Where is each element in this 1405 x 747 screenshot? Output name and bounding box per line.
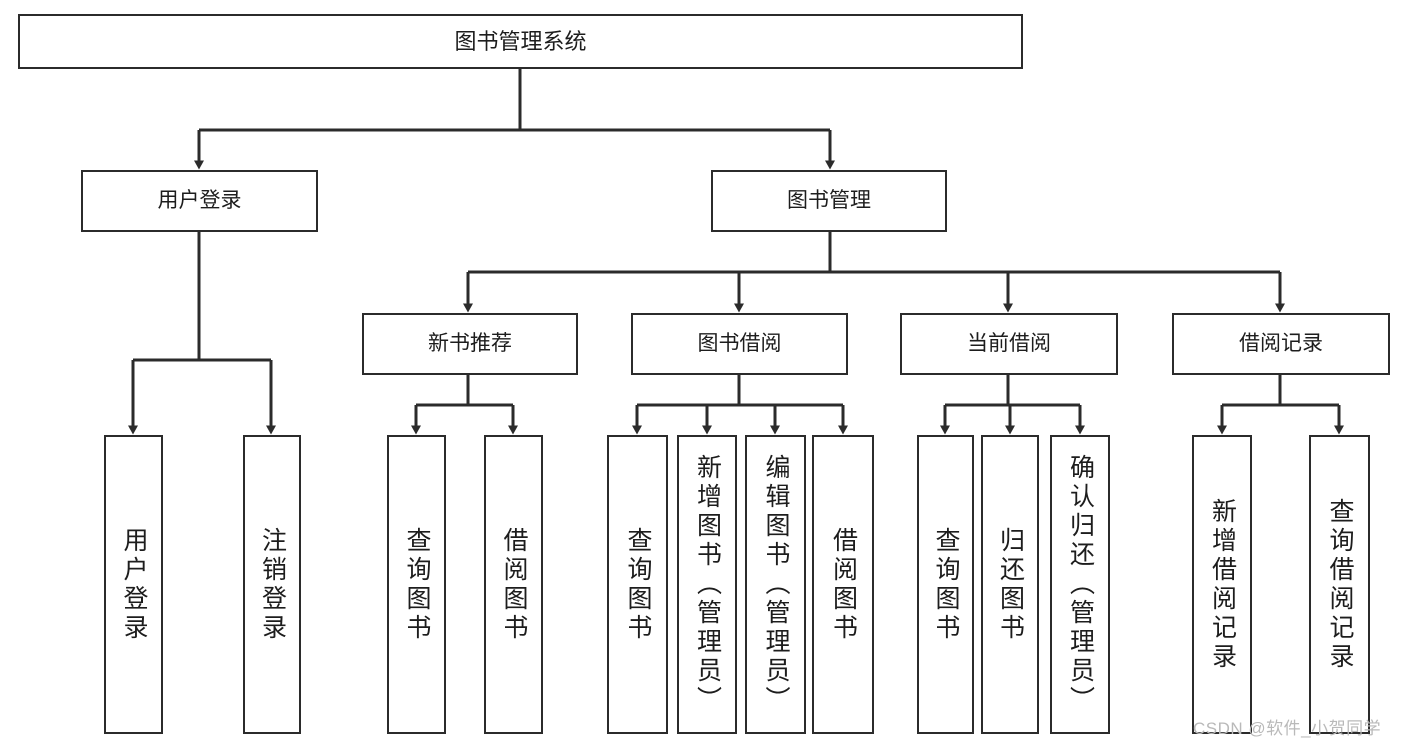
leaf-user-login-logout[interactable]: 注销登录: [243, 435, 301, 734]
node-book-borrowing-label: 图书借阅: [697, 331, 782, 355]
leaf-current-borrow-return[interactable]: 归还图书: [981, 435, 1039, 734]
leaf-current-borrow-query[interactable]: 查询图书: [917, 435, 974, 734]
node-borrowing-record-label: 借阅记录: [1239, 331, 1323, 355]
node-root-label: 图书管理系统: [454, 28, 587, 54]
leaf-current-borrow-confirm-return-label: 确认归还（管理员）: [1066, 454, 1095, 715]
node-book-management-label: 图书管理: [787, 188, 871, 212]
leaf-new-book-borrow[interactable]: 借阅图书: [484, 435, 543, 734]
leaf-book-borrow-edit-label: 编辑图书（管理员）: [762, 454, 790, 715]
node-new-book-recommendation-label: 新书推荐: [428, 331, 512, 355]
leaf-current-borrow-confirm-return[interactable]: 确认归还（管理员）: [1050, 435, 1110, 734]
leaf-user-login-login-label: 用户登录: [120, 526, 148, 643]
leaf-new-book-query-label: 查询图书: [403, 526, 431, 643]
leaf-book-borrow-edit[interactable]: 编辑图书（管理员）: [745, 435, 806, 734]
leaf-book-borrow-add-label: 新增图书（管理员）: [693, 454, 722, 715]
leaf-user-login-logout-label: 注销登录: [258, 526, 287, 643]
leaf-record-query[interactable]: 查询借阅记录: [1309, 435, 1370, 734]
leaf-record-query-label: 查询借阅记录: [1326, 497, 1354, 672]
node-book-borrowing[interactable]: 图书借阅: [631, 313, 848, 375]
leaf-new-book-borrow-label: 借阅图书: [500, 526, 528, 643]
node-new-book-recommendation[interactable]: 新书推荐: [362, 313, 578, 375]
leaf-book-borrow-query-label: 查询图书: [624, 526, 652, 643]
leaf-book-borrow-borrow[interactable]: 借阅图书: [812, 435, 874, 734]
leaf-book-borrow-borrow-label: 借阅图书: [829, 526, 858, 643]
node-current-borrowing[interactable]: 当前借阅: [900, 313, 1118, 375]
leaf-user-login-login[interactable]: 用户登录: [104, 435, 163, 734]
leaf-book-borrow-add[interactable]: 新增图书（管理员）: [677, 435, 737, 734]
leaf-current-borrow-return-label: 归还图书: [996, 526, 1025, 643]
csdn-watermark: CSDN @软件_小贺同学: [1193, 719, 1382, 738]
node-root-system[interactable]: 图书管理系统: [18, 14, 1023, 69]
node-current-borrowing-label: 当前借阅: [967, 331, 1051, 355]
leaf-current-borrow-query-label: 查询图书: [932, 526, 960, 643]
leaf-record-add-label: 新增借阅记录: [1208, 497, 1237, 672]
leaf-record-add[interactable]: 新增借阅记录: [1192, 435, 1252, 734]
node-book-management[interactable]: 图书管理: [711, 170, 947, 232]
leaf-book-borrow-query[interactable]: 查询图书: [607, 435, 668, 734]
node-user-login[interactable]: 用户登录: [81, 170, 318, 232]
node-user-login-label: 用户登录: [157, 188, 242, 212]
node-borrowing-record[interactable]: 借阅记录: [1172, 313, 1390, 375]
leaf-new-book-query[interactable]: 查询图书: [387, 435, 446, 734]
